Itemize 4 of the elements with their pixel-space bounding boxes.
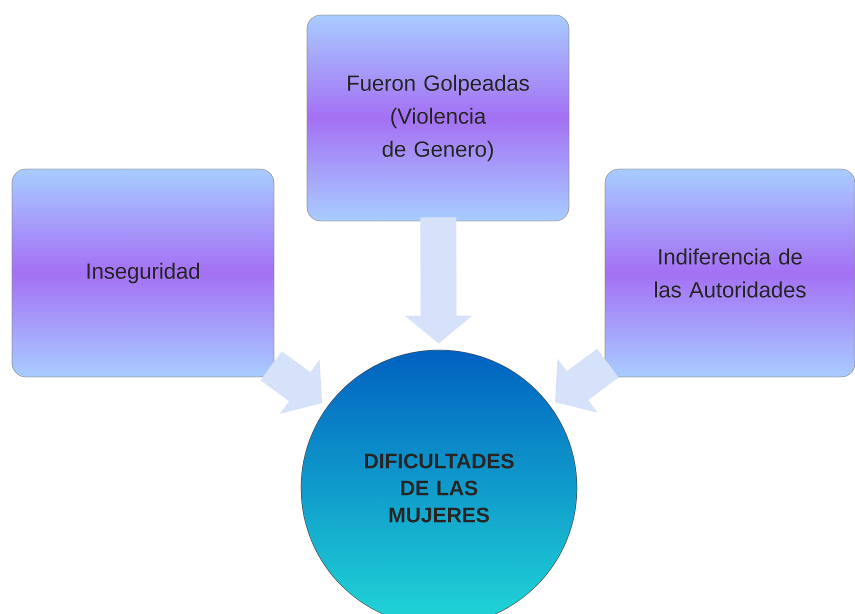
process-box: Indiferencia de las Autoridades bbox=[604, 168, 855, 378]
block-arrow bbox=[555, 348, 619, 413]
process-box: Inseguridad bbox=[12, 168, 274, 378]
process-box: Fueron Golpeadas (Violencia de Genero) bbox=[306, 14, 570, 222]
